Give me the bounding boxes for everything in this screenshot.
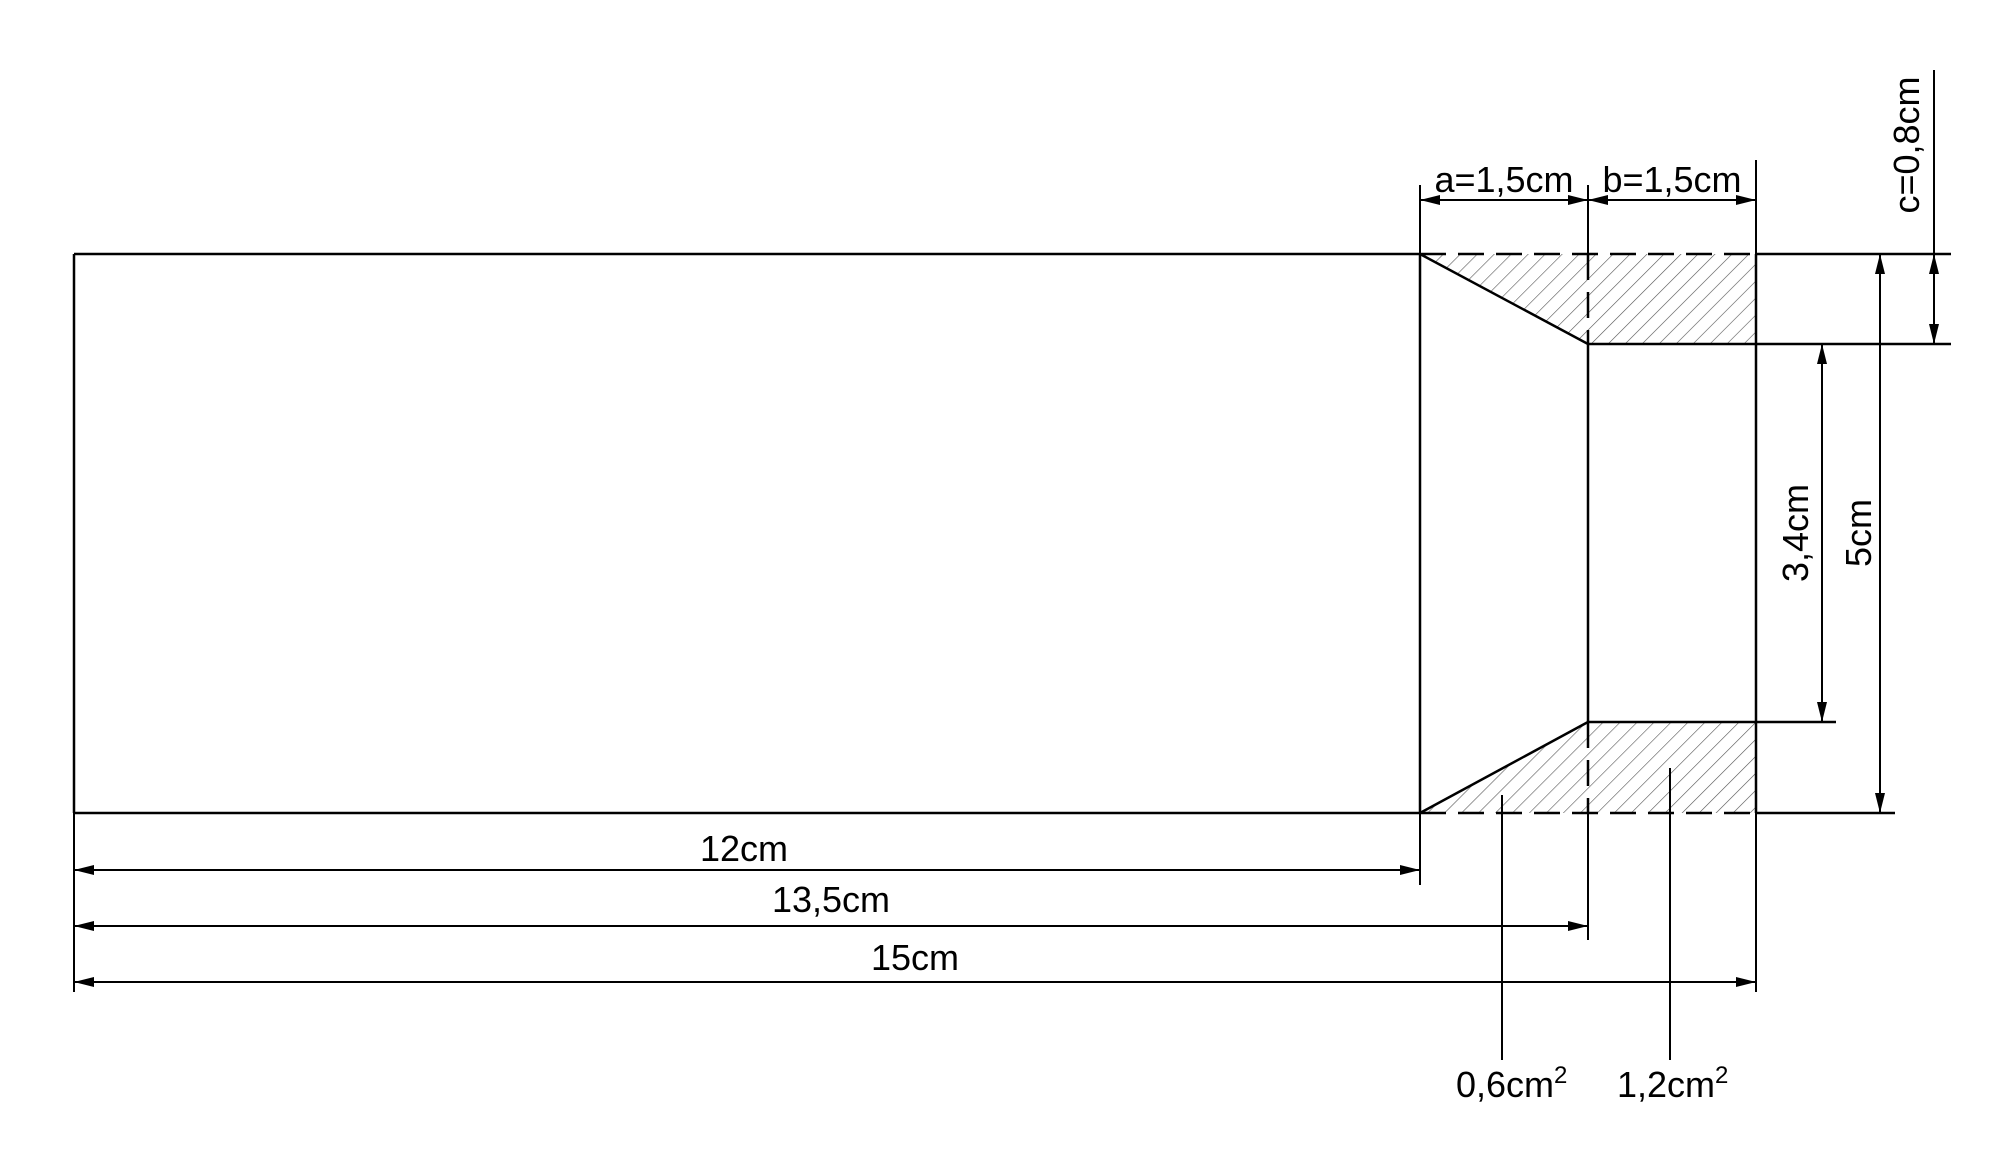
dimension-lines [74,195,1939,987]
bottom-chamfer-line [1419,720,1589,815]
dim-c-label: c=0,8cm [1886,76,1927,213]
part-outline [72,252,1951,815]
dim-12-label: 12cm [700,828,788,869]
dim-13-5-label: 13,5cm [772,879,890,920]
area-rectangle-label: 1,2cm2 [1617,1062,1728,1105]
top-rect-hatch [1588,254,1756,344]
bottom-rect-hatch [1588,722,1756,813]
area-leaders [1501,768,1671,1060]
top-chamfer-line [1419,252,1589,346]
dim-total-height-label: 5cm [1838,499,1879,567]
area-triangle-exponent: 2 [1554,1062,1567,1089]
area-triangle-label: 0,6cm2 [1456,1062,1567,1105]
dim-15-label: 15cm [871,937,959,978]
area-rectangle-value: 1,2cm [1617,1064,1715,1105]
area-triangle-value: 0,6cm [1456,1064,1554,1105]
extension-lines [73,70,1935,992]
area-rectangle-exponent: 2 [1715,1062,1728,1089]
dim-b-label: b=1,5cm [1602,159,1741,200]
dim-inner-height-label: 3,4cm [1775,484,1816,582]
dim-a-label: a=1,5cm [1434,159,1573,200]
